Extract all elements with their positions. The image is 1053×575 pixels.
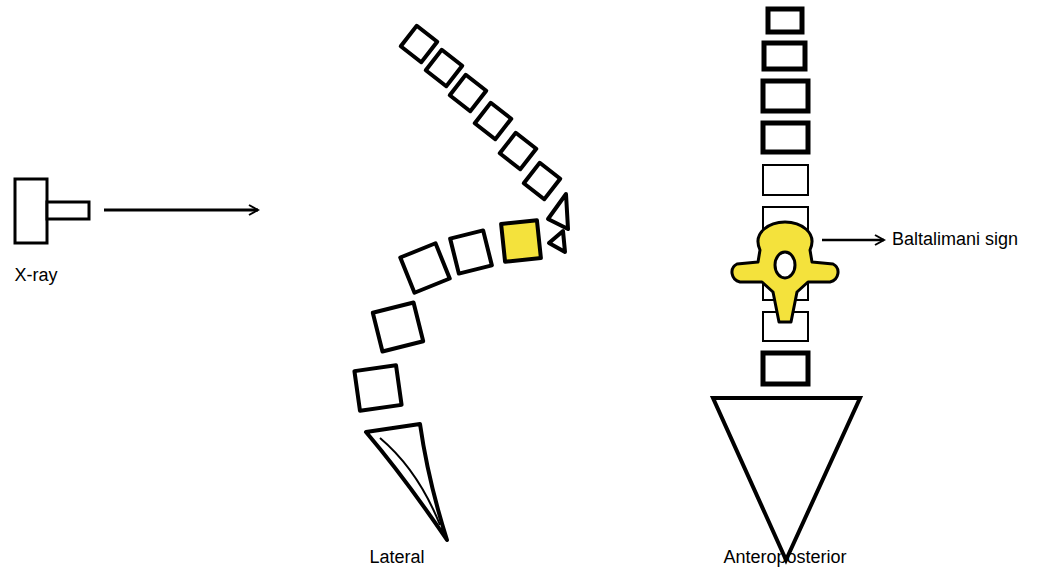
leader-arrow bbox=[822, 239, 884, 242]
vertebra bbox=[524, 163, 560, 199]
sacrum bbox=[366, 424, 447, 540]
tube-nozzle bbox=[47, 202, 89, 219]
figure-label: Lateral bbox=[370, 548, 425, 568]
vertebra bbox=[768, 9, 802, 32]
vertebra bbox=[763, 81, 808, 111]
figure-label: X-ray bbox=[15, 266, 58, 286]
figure-label: Anteroposterior bbox=[724, 548, 847, 568]
sacrum bbox=[713, 398, 860, 560]
vertebra bbox=[763, 353, 808, 384]
lateral-spine bbox=[354, 26, 568, 540]
vertebra bbox=[354, 365, 401, 410]
vertebra bbox=[764, 43, 805, 69]
highlighted-vertebra bbox=[732, 222, 838, 322]
vertebra bbox=[450, 75, 486, 111]
vertebra bbox=[373, 303, 423, 352]
vertebra bbox=[426, 50, 462, 86]
ap-spine bbox=[713, 9, 860, 560]
figure-label: Baltalimani sign bbox=[892, 230, 1018, 250]
vertebra bbox=[450, 230, 492, 273]
vertebra bbox=[500, 133, 536, 169]
vertebra bbox=[475, 103, 511, 139]
wedge-vertebra bbox=[548, 194, 568, 229]
sacrum-line bbox=[380, 438, 440, 525]
vertebra bbox=[400, 243, 449, 292]
tube-housing bbox=[15, 179, 47, 243]
beam-arrow bbox=[104, 209, 258, 212]
vertebra bbox=[763, 165, 808, 195]
vertebra bbox=[401, 26, 437, 62]
xray-tube bbox=[15, 179, 89, 243]
vertebra bbox=[763, 123, 808, 152]
highlighted-vertebra bbox=[501, 220, 541, 262]
wedge-vertebra bbox=[549, 231, 565, 252]
vertebral-foramen bbox=[775, 252, 795, 278]
